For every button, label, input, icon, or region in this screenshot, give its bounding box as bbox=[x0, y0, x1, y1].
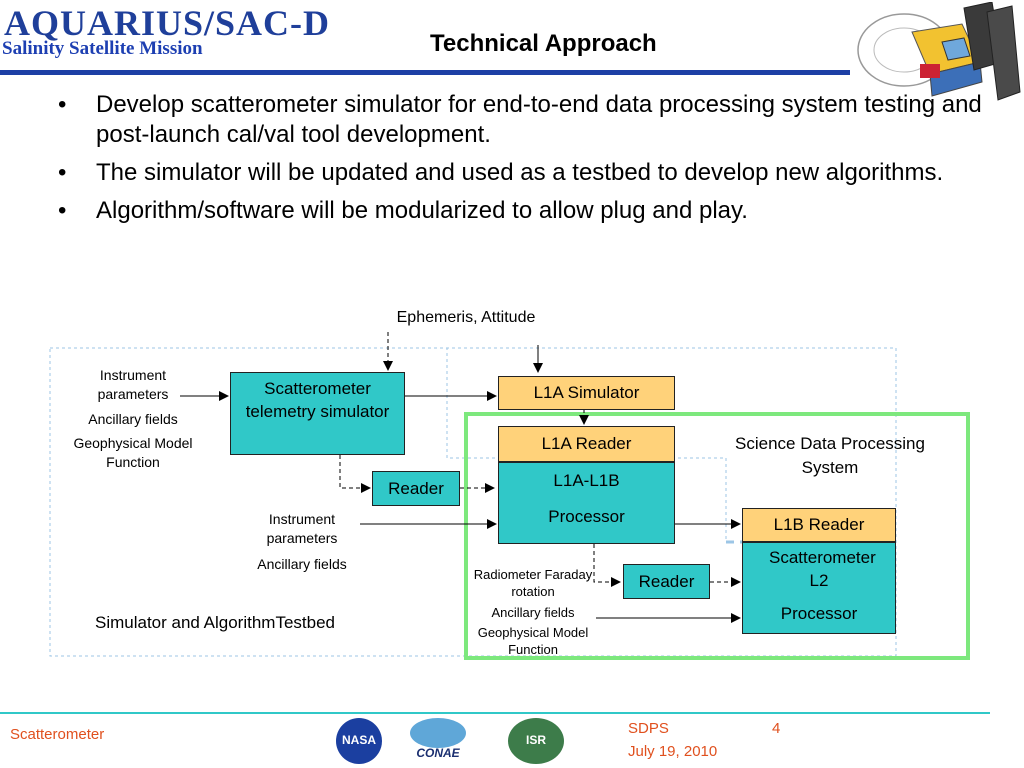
page-title: Technical Approach bbox=[430, 30, 657, 57]
arrow-sim-reader1 bbox=[339, 455, 371, 493]
reader-box-2: Reader bbox=[623, 564, 710, 599]
l1a-l1b-processor: L1A-L1B Processor bbox=[498, 462, 675, 544]
mission-subtitle: Salinity Satellite Mission bbox=[2, 38, 203, 59]
science-frame bbox=[464, 412, 970, 660]
footer-sdps: SDPS bbox=[628, 720, 669, 737]
testbed-label: Simulator and AlgorithmTestbed bbox=[94, 613, 336, 632]
aquarius-logo: AQUARIUS/SAC-D bbox=[4, 3, 331, 43]
scatterometer-l2-processor: Scatterometer L2 Processor bbox=[742, 542, 896, 634]
scatterometer-l2-label: Scatterometer L2 bbox=[769, 548, 876, 590]
l1b-reader: L1B Reader bbox=[742, 508, 896, 542]
footer-scatterometer: Scatterometer bbox=[10, 726, 105, 743]
input-ancillary-fields: Ancillary fields bbox=[88, 411, 178, 427]
header-rule bbox=[0, 70, 850, 75]
satellite-icon bbox=[857, 2, 1021, 101]
reader-box: Reader bbox=[372, 471, 460, 506]
l1a-reader: L1A Reader bbox=[498, 426, 675, 462]
footer-rule bbox=[0, 712, 990, 714]
isr-logo: ISR bbox=[508, 718, 564, 764]
mid-instrument-parameters: Instrument parameters bbox=[266, 511, 338, 546]
radiometer-faraday-label: Radiometer Faraday rotation bbox=[473, 567, 593, 599]
input-geophysical-model: Geophysical Model Function bbox=[73, 435, 193, 470]
arrow-l1a-reader2 bbox=[593, 544, 621, 587]
mid-ancillary-fields: Ancillary fields bbox=[257, 556, 347, 572]
l1a-l1b-label: L1A-L1B bbox=[553, 471, 620, 490]
footer-date: July 19, 2010 bbox=[628, 743, 718, 760]
ephemeris-label: Ephemeris, Attitude bbox=[396, 309, 536, 326]
processor-label: Processor bbox=[548, 507, 625, 526]
l2-processor-label: Processor bbox=[780, 604, 858, 623]
input-instrument-parameters: Instrument parameters bbox=[97, 367, 169, 402]
conae-logo: CONAE bbox=[406, 716, 470, 764]
testbed-frame-top bbox=[50, 347, 727, 540]
page-number: 4 bbox=[772, 720, 781, 737]
science-system-label: Science Data Processing System bbox=[735, 434, 925, 477]
testbed-frame bbox=[49, 347, 897, 657]
bullet-item: •Develop scatterometer simulator for end… bbox=[58, 91, 982, 148]
bottom-ancillary-fields: Ancillary fields bbox=[491, 605, 575, 620]
bullet-item: •Algorithm/software will be modularized … bbox=[58, 197, 748, 224]
bottom-geophysical-model: Geophysical Model Function bbox=[477, 625, 589, 657]
scatterometer-telemetry-simulator: Scatterometer telemetry simulator bbox=[230, 372, 405, 455]
bullet-list: •Develop scatterometer simulator for end… bbox=[58, 90, 988, 234]
l1a-simulator: L1A Simulator bbox=[498, 376, 675, 410]
bullet-item: •The simulator will be updated and used … bbox=[58, 159, 944, 186]
nasa-logo: NASA bbox=[336, 718, 382, 764]
